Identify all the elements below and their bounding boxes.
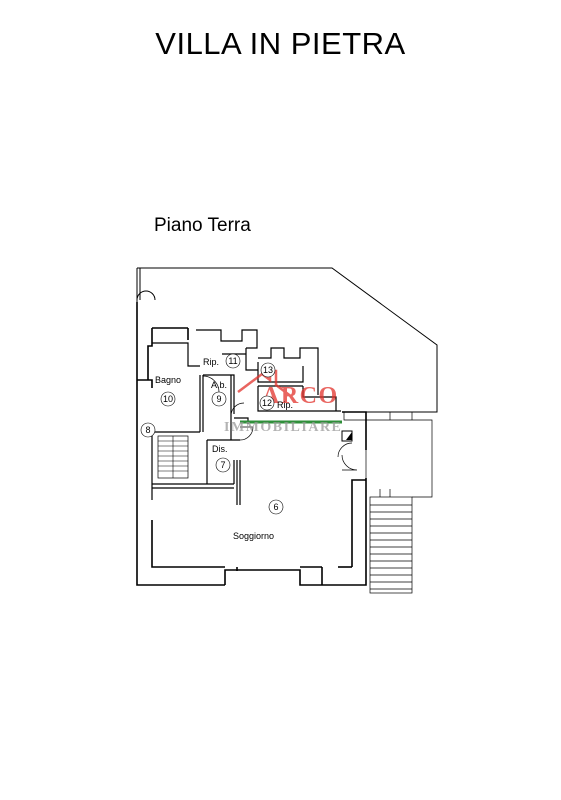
room-label-bagno: Bagno	[155, 375, 181, 385]
outer-outline	[136, 267, 438, 413]
plan-title: VILLA IN PIETRA	[155, 26, 406, 61]
room-number-rip11: 11	[228, 356, 237, 366]
room-label-rip12: Rip.	[277, 400, 293, 410]
room-labels: Bagno 10 A.b. 9 Rip. 11 13 12 Rip. 8 Dis…	[140, 353, 293, 541]
door-swings	[202, 375, 358, 471]
watermark: ARCO IMMOBILIARE	[224, 369, 342, 435]
room-number-ab: 9	[216, 394, 221, 404]
watermark-brand: ARCO	[262, 383, 339, 409]
room-label-ab: A.b.	[211, 380, 227, 390]
floor-label: Piano Terra	[154, 215, 251, 236]
room-number-dis: 7	[220, 460, 225, 470]
room-number-13: 13	[263, 365, 273, 375]
room-number-rip12: 12	[262, 398, 272, 408]
room-number-soggiorno: 6	[273, 502, 278, 512]
entry	[240, 420, 353, 442]
room-number-bagno: 10	[163, 394, 173, 404]
internal-stair	[158, 436, 188, 478]
room-label-dis: Dis.	[212, 444, 228, 454]
room-label-soggiorno: Soggiorno	[233, 531, 274, 541]
watermark-line2: IMMOBILIARE	[224, 420, 342, 435]
exterior-walls	[136, 302, 367, 586]
room-number-8: 8	[145, 425, 150, 435]
external-stair	[343, 412, 433, 594]
room-label-rip11: Rip.	[203, 357, 219, 367]
